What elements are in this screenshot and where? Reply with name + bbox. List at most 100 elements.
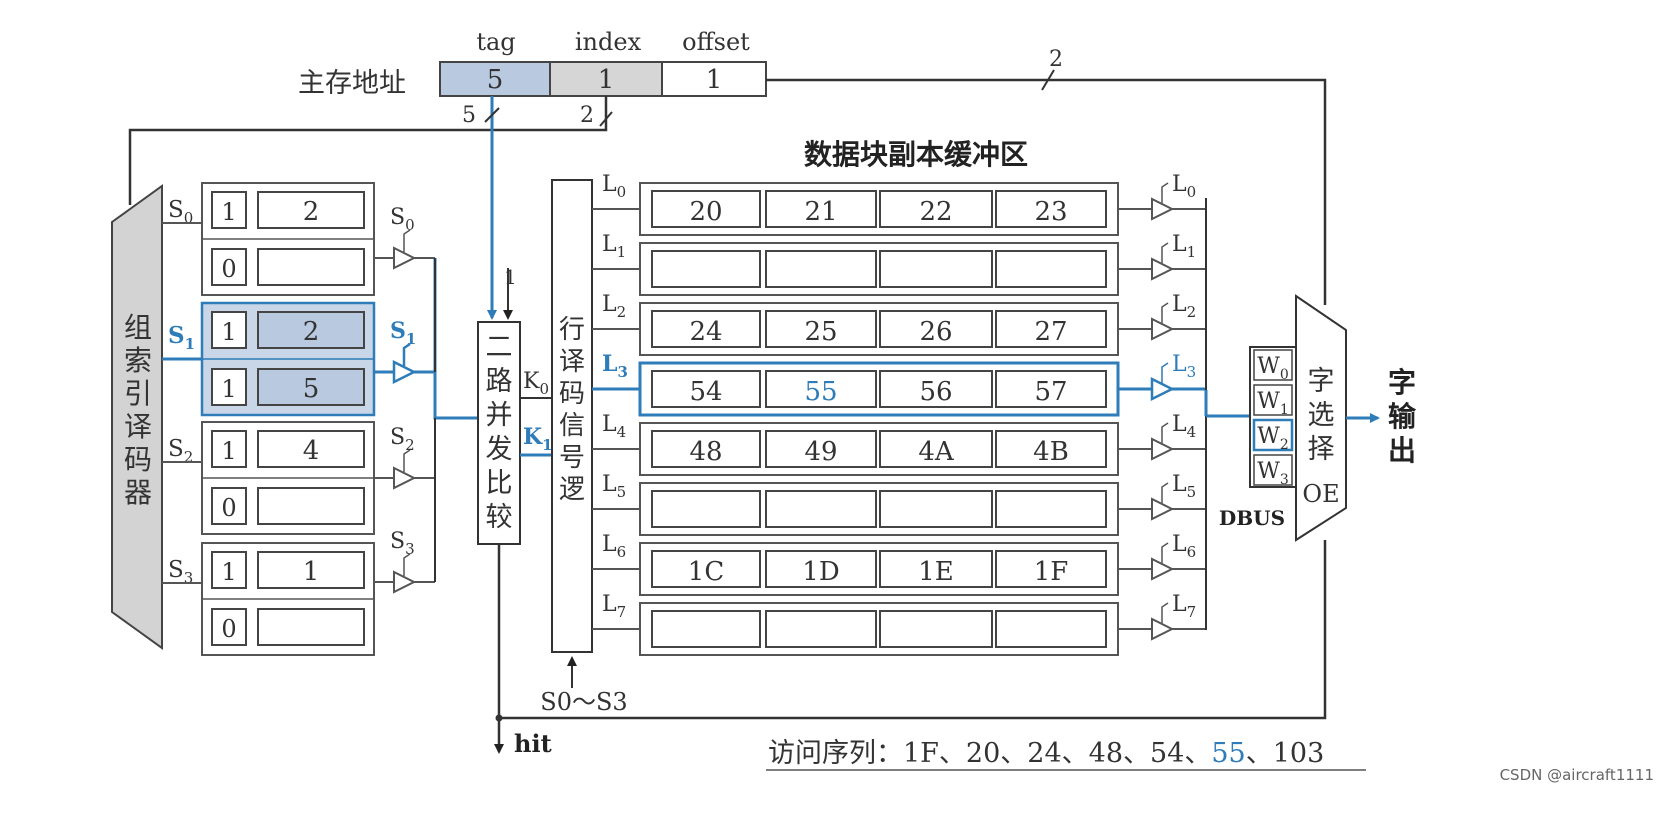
line-label-sub: 5 <box>617 483 627 501</box>
sequence-item: 1F <box>903 738 939 769</box>
tag-value: 2 <box>303 197 320 227</box>
line-gate-enable <box>1161 182 1169 203</box>
set-label-main: S <box>168 322 185 349</box>
line-label-main: L <box>1172 292 1187 317</box>
valid-bit-box <box>211 368 247 406</box>
gate-enable <box>403 553 411 576</box>
word-label-sub: 1 <box>1280 402 1289 418</box>
data-cell-value: 1D <box>802 557 839 587</box>
valid-bit: 1 <box>221 558 236 586</box>
gate-label: S2 <box>390 425 415 454</box>
data-cell <box>651 430 761 468</box>
word-box <box>1252 418 1294 452</box>
tag-bus: 5 <box>462 96 500 320</box>
index-bus-width: 2 <box>580 103 594 128</box>
valid-bit-box <box>211 191 247 229</box>
data-cell-value: 23 <box>1034 197 1067 227</box>
comparator-char: 较 <box>486 502 513 533</box>
line-label-main: L <box>602 412 617 437</box>
line-gate-triangle <box>1151 497 1175 521</box>
word-label-sub: 2 <box>1280 437 1289 453</box>
word-label: W2 <box>1257 424 1289 453</box>
tag-box <box>257 248 365 286</box>
line-gate-triangle <box>1151 437 1175 461</box>
gate-label-sub: 1 <box>406 330 416 348</box>
offset-field-value: 1 <box>706 65 723 95</box>
tag-value: 2 <box>303 317 320 347</box>
valid-bit: 0 <box>221 255 236 283</box>
word-box <box>1253 349 1293 381</box>
group-decoder-char: 引 <box>124 377 152 410</box>
offset-bus: 2 <box>766 47 1327 305</box>
gate-triangle <box>392 359 417 385</box>
line-gate-triangle <box>1151 317 1175 341</box>
word-label-main: W <box>1257 354 1280 379</box>
data-cell-value: 1C <box>688 557 724 587</box>
word-select-oe: OE <box>1302 480 1339 508</box>
data-cell-value: 48 <box>689 437 722 467</box>
line-label-right: L7 <box>1172 592 1196 621</box>
group-decoder-char: 译 <box>124 410 152 443</box>
word-label-sub: 3 <box>1280 472 1289 488</box>
word-select-char: 选 <box>1308 400 1335 431</box>
line-gate-triangle <box>1150 376 1175 402</box>
tag-box <box>257 311 365 349</box>
address-register: 主存地址 tag index offset 5 1 1 <box>298 28 767 99</box>
line-label-sub: 3 <box>617 363 627 381</box>
buffer-line-7: L7 L7 <box>592 592 1206 656</box>
dbus-label: DBUS <box>1219 506 1285 530</box>
line-label-right: L6 <box>1172 532 1196 561</box>
gate-label-main: S <box>390 529 405 554</box>
valid-bit-box <box>211 608 247 646</box>
set-label: S2 <box>168 436 193 466</box>
line-label-main: L <box>1172 352 1187 377</box>
valid-bit-box <box>211 311 247 349</box>
word-slot-1: W1 <box>1253 384 1293 418</box>
valid-bit-box <box>211 551 247 589</box>
group-decoder: 组 索 引 译 码 器 <box>111 184 163 650</box>
word-slot-0: W0 <box>1253 349 1293 383</box>
line-output-bus <box>1204 198 1250 630</box>
line-label-right: L0 <box>1172 172 1196 201</box>
set-label-sub: 2 <box>184 448 194 466</box>
line-label-sub: 5 <box>1187 483 1197 501</box>
line-label-sub: 4 <box>617 423 627 441</box>
row-decoder-char: 号 <box>559 443 585 473</box>
valid-bit: 1 <box>221 198 236 226</box>
line-label-main: L <box>602 472 617 497</box>
line-label-right: L1 <box>1172 232 1196 261</box>
data-cell-value: 1E <box>918 557 954 587</box>
sequence-separator: 、 <box>939 738 966 769</box>
line-label-sub: 0 <box>1187 183 1197 201</box>
sequence-item: 48 <box>1089 738 1123 769</box>
line-label-left: L6 <box>602 532 626 561</box>
valid-bit: 0 <box>221 494 236 522</box>
word-box <box>1253 384 1293 416</box>
sequence-item: 24 <box>1027 738 1061 769</box>
data-cell <box>879 490 993 528</box>
line-label-sub: 1 <box>617 243 627 261</box>
set-label: S0 <box>168 197 193 227</box>
data-cell <box>879 430 993 468</box>
data-cell <box>879 250 993 288</box>
group-decoder-char: 索 <box>124 344 152 377</box>
set-label-sub: 3 <box>184 569 194 587</box>
data-cell <box>651 190 761 228</box>
line-label-main: L <box>1172 232 1187 257</box>
valid-bit-box <box>211 487 247 525</box>
hit-label: hit <box>514 729 552 758</box>
sequence-separator: 、 <box>1000 738 1027 769</box>
word-label-main: W <box>1257 459 1280 484</box>
output-char: 字 <box>1388 366 1416 399</box>
line-label-right: L5 <box>1172 472 1196 501</box>
line-label-left: L7 <box>602 592 626 621</box>
buffer-title: 数据块副本缓冲区 <box>804 138 1028 171</box>
line-label-main: L <box>602 351 617 377</box>
